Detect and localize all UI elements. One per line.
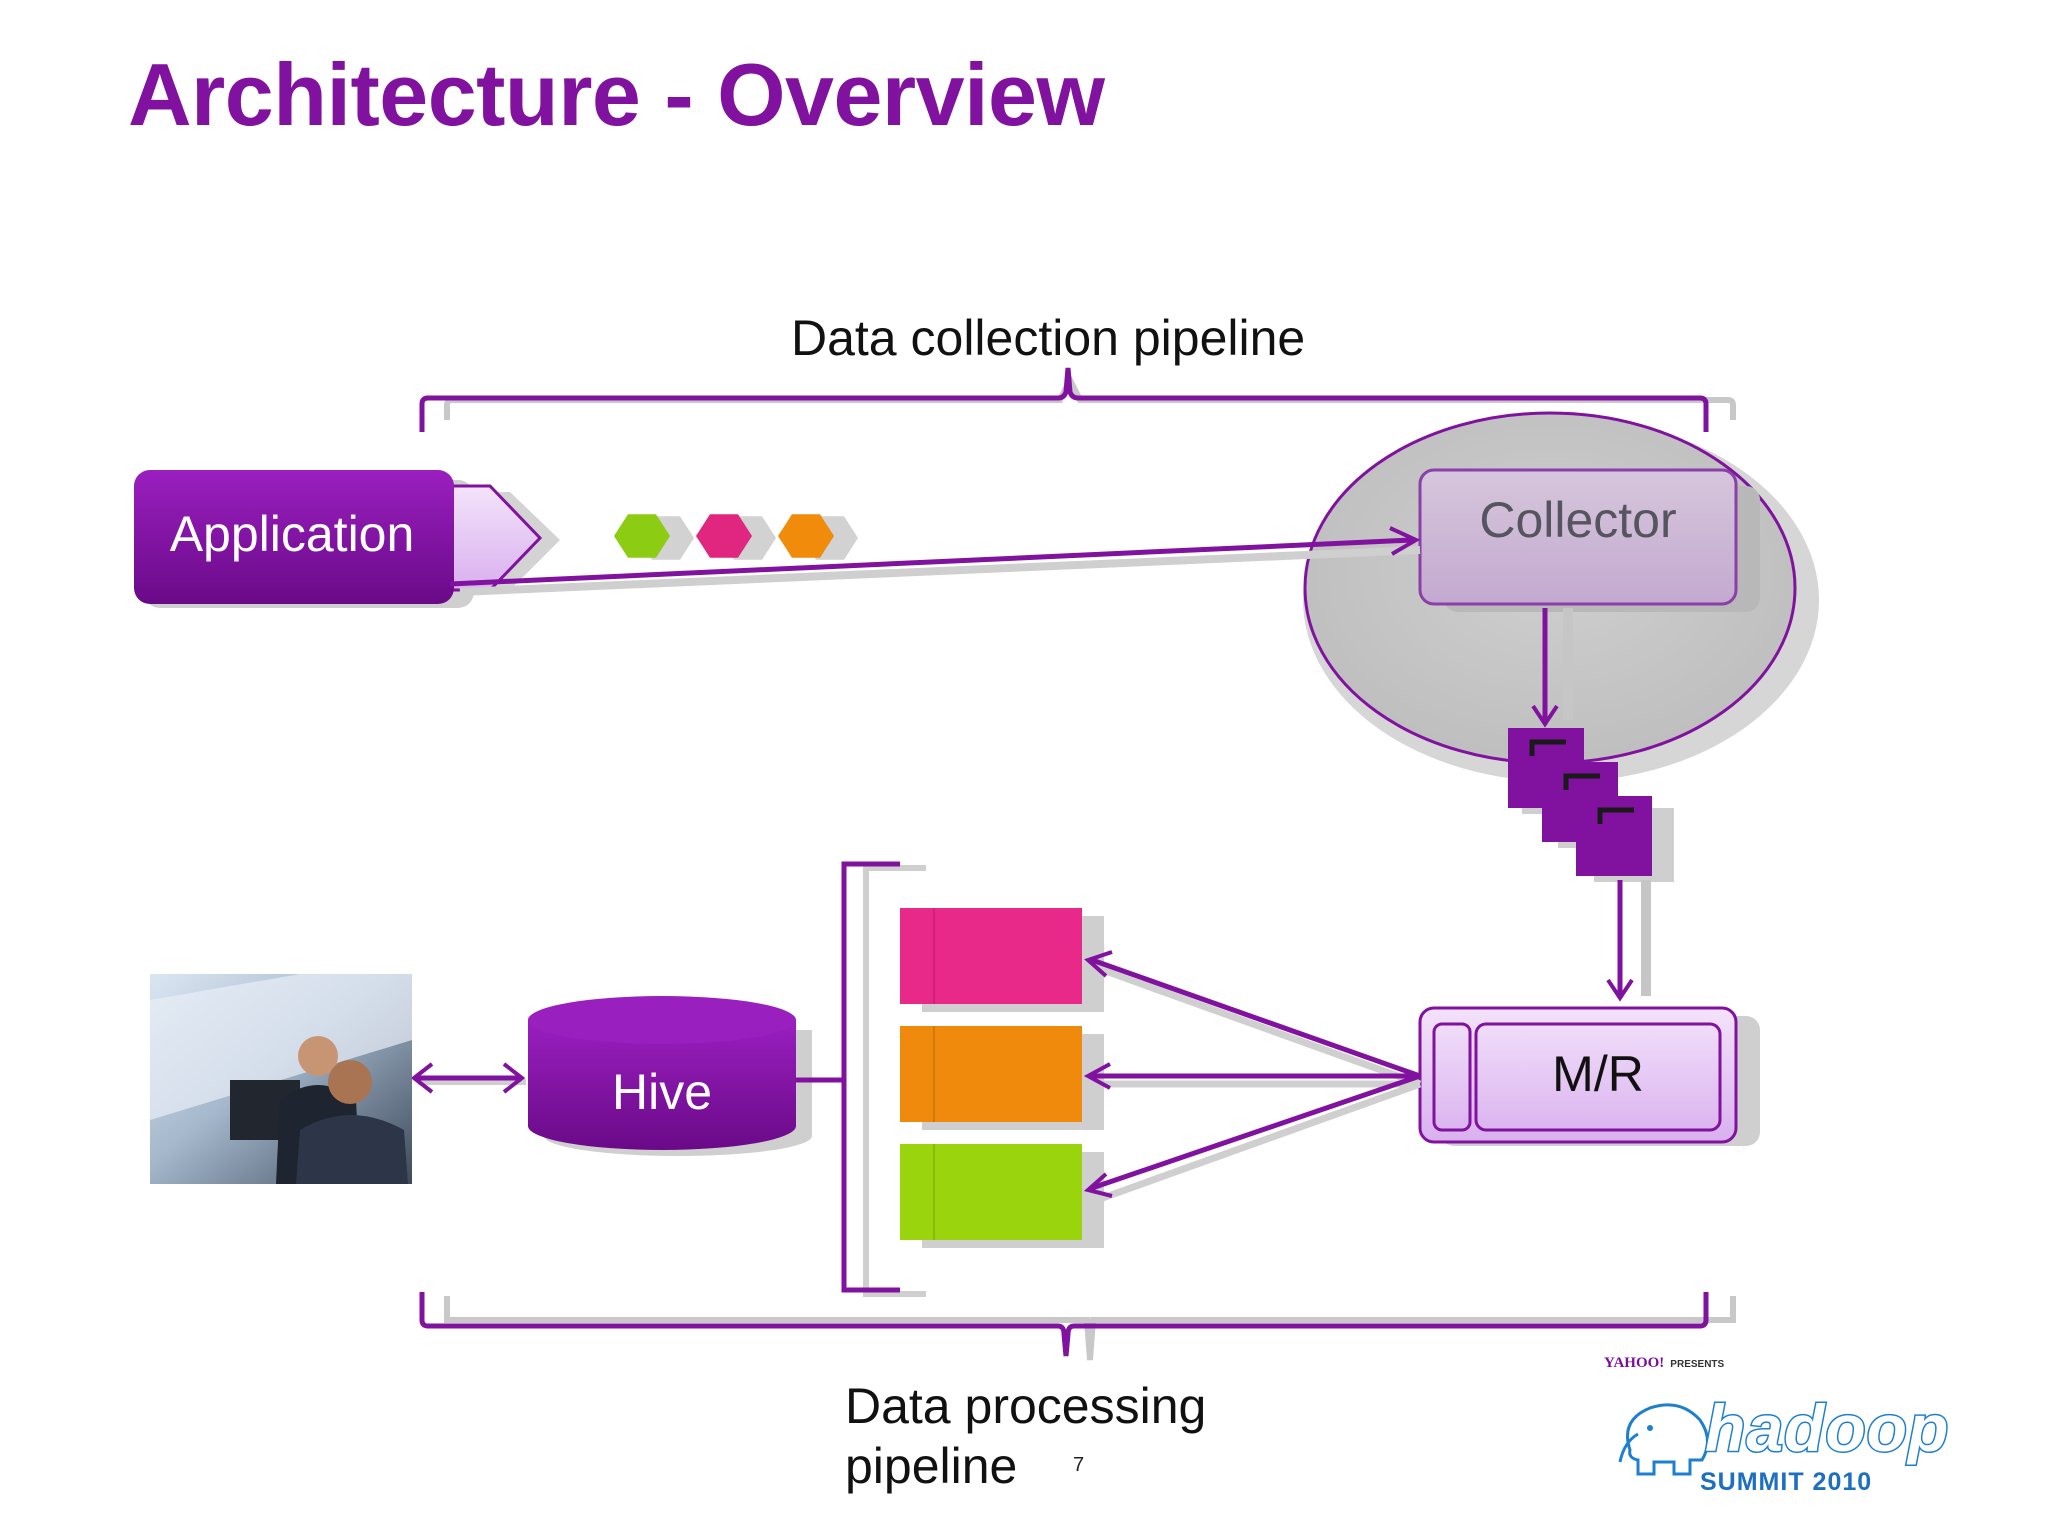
application-label: Application xyxy=(170,506,415,562)
analysts-photo xyxy=(150,974,412,1184)
event-hexagon xyxy=(696,514,752,558)
file-blocks xyxy=(1508,728,1674,882)
page-number: 7 xyxy=(1073,1454,1085,1476)
collection-brace xyxy=(419,367,1736,432)
hadoop-wordmark: hadoop xyxy=(1703,1390,1950,1467)
event-hexagon xyxy=(614,514,670,558)
processing-pipeline-label-line2: pipeline xyxy=(845,1438,1018,1494)
collector-to-files-arrow xyxy=(1531,608,1573,728)
collector-cluster: Collector xyxy=(1303,411,1819,782)
slide-title: Architecture - Overview xyxy=(128,45,1105,144)
hive-label: Hive xyxy=(612,1064,712,1120)
mapreduce-node: M/R xyxy=(1418,1006,1760,1146)
app-to-collector-arrow xyxy=(449,526,1421,596)
output-bracket xyxy=(841,861,926,1297)
user-hive-arrow xyxy=(410,1062,526,1094)
yahoo-brand: YAHOO! xyxy=(1604,1355,1665,1371)
mapreduce-label: M/R xyxy=(1552,1046,1644,1102)
hadoop-summit-logo: hadoop SUMMIT 2010 xyxy=(1610,1390,1950,1500)
collector-label: Collector xyxy=(1479,492,1676,548)
application-node: Application xyxy=(134,470,560,608)
collection-pipeline-label: Data collection pipeline xyxy=(791,310,1306,366)
mr-to-outputs-arrows xyxy=(1083,950,1422,1208)
sponsor-line: YAHOO! PRESENTS xyxy=(1604,1355,1724,1372)
processing-brace xyxy=(419,1292,1736,1361)
elephant-icon xyxy=(1618,1403,1709,1476)
output-tables xyxy=(900,908,1104,1248)
hive-node: Hive xyxy=(528,996,844,1156)
files-to-mr-arrow xyxy=(1606,880,1651,1002)
output-table xyxy=(900,1144,1082,1240)
event-stream xyxy=(614,514,858,560)
output-table xyxy=(900,1026,1082,1122)
event-hexagon xyxy=(778,514,834,558)
output-table xyxy=(900,908,1082,1004)
presents-text: PRESENTS xyxy=(1670,1359,1725,1370)
summit-text: SUMMIT 2010 xyxy=(1700,1468,1873,1496)
processing-pipeline-label-line1: Data processing xyxy=(845,1378,1207,1434)
